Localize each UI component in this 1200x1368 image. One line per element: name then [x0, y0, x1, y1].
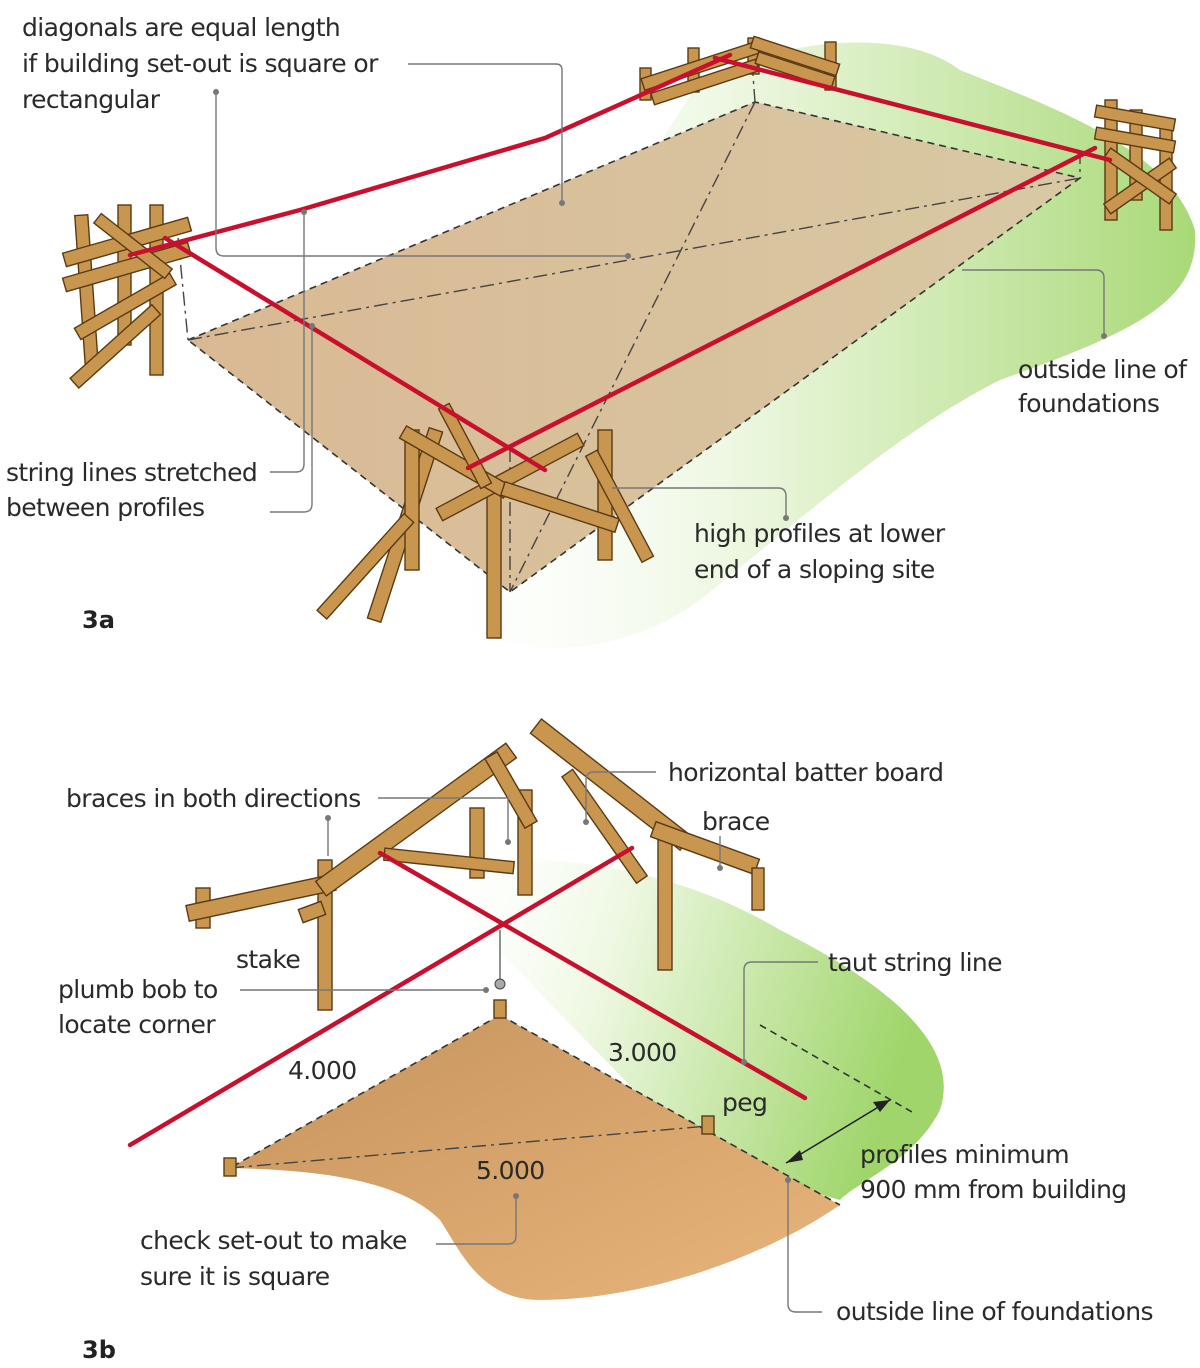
label-high-profiles: high profiles at lower end of a sloping … [694, 519, 952, 584]
arrow-head-upper [873, 1100, 890, 1112]
label-string-lines: string lines stretched between profiles [6, 458, 265, 522]
leader-taut-string [743, 961, 818, 1060]
label-horizontal-batter-board: horizontal batter board [668, 758, 943, 787]
label-outside-line-3b: outside line of foundations [836, 1297, 1153, 1326]
label-stake: stake [236, 945, 300, 974]
plumb-bob [494, 978, 506, 990]
leader-string-lines-b [270, 326, 313, 513]
soil-area-3b [230, 1015, 840, 1300]
string-line-3a-front-left [162, 235, 548, 473]
leader-diagonals-b [215, 92, 628, 257]
diagonal-line-1 [187, 177, 1081, 341]
leader-outside-line-3a [962, 269, 1105, 334]
string-line-3a-right [712, 55, 1113, 163]
dimension-side-b: 3.000 [608, 1038, 677, 1067]
peg-left [223, 1157, 237, 1177]
string-line-3b-a [127, 845, 635, 1148]
leader-string-lines-a [270, 212, 305, 473]
figure-3a: diagonals are equal length if building s… [6, 13, 1196, 648]
label-profiles-minimum: profiles minimum 900 mm from building [860, 1140, 1127, 1204]
dimension-side-a: 4.000 [288, 1056, 357, 1085]
label-peg: peg [722, 1088, 767, 1117]
dimension-arrow-900mm [785, 1099, 891, 1164]
profile-left-3a [61, 204, 193, 389]
label-braces-both: braces in both directions [66, 784, 361, 813]
string-line-3b-b [377, 850, 808, 1101]
leader-batter-board [585, 771, 656, 820]
leader-check-setout [436, 1198, 517, 1245]
leader-high-profiles [612, 487, 787, 516]
string-line-3a-back [127, 52, 733, 258]
leader-diagonals-a [408, 63, 563, 200]
foundation-outline-3b [229, 1014, 501, 1169]
check-line-hypotenuse [229, 1125, 709, 1169]
label-check-setout: check set-out to make sure it is square [140, 1226, 414, 1291]
figure-3b: horizontal batter board braces in both d… [58, 718, 1154, 1364]
label-diagonals: diagonals are equal length if building s… [22, 13, 385, 114]
plumb-line-3a-left [177, 237, 189, 341]
diagonal-line-2 [509, 101, 756, 593]
profile-front-3a [316, 402, 655, 639]
dimension-hypotenuse: 5.000 [476, 1156, 545, 1185]
peg-corner [493, 999, 507, 1019]
string-line-3a-front-right [465, 145, 1098, 471]
label-taut-string: taut string line [828, 948, 1002, 977]
peg-right [701, 1115, 715, 1135]
profile-3b [185, 718, 765, 1011]
profile-right-3a [1093, 99, 1178, 231]
arrow-head-lower [786, 1150, 803, 1163]
label-brace: brace [702, 807, 770, 836]
label-outside-line-3a: outside line of foundations [1018, 355, 1194, 418]
figure-tag-3b: 3b [82, 1336, 116, 1364]
offset-line-900mm [759, 1024, 913, 1113]
leader-outside-line-3b [787, 1182, 822, 1313]
label-plumb-bob: plumb bob to locate corner [58, 975, 225, 1039]
figure-tag-3a: 3a [82, 606, 115, 634]
foundation-outline-3b-edge [499, 1014, 841, 1206]
leader-braces [378, 797, 509, 840]
